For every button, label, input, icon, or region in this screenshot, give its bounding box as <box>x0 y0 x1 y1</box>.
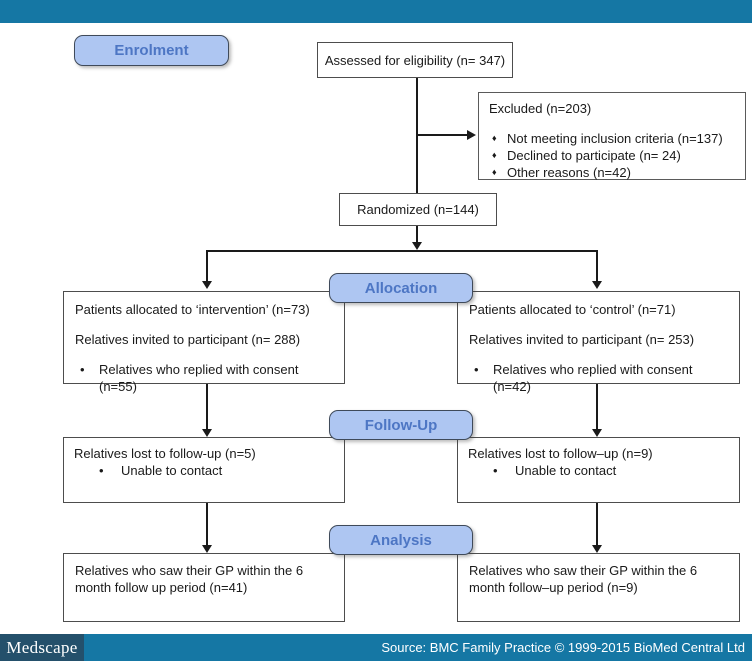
stage-label-enrolment-text: Enrolment <box>114 42 189 59</box>
assessed-text: Assessed for eligibility (n= 347) <box>324 52 506 68</box>
top-brand-bar <box>0 0 752 23</box>
excluded-item-text: Declined to participate (n= 24) <box>507 148 681 163</box>
excluded-item: ♦ Not meeting inclusion criteria (n=137) <box>489 130 735 147</box>
analysis-control-text: Relatives who saw their GP within the 6 … <box>469 563 698 595</box>
medscape-logo-text: Medscape <box>6 637 78 657</box>
arrowhead-allocation-left-icon <box>202 281 212 289</box>
stage-label-analysis-text: Analysis <box>370 531 432 549</box>
box-randomized: Randomized (n=144) <box>339 193 497 226</box>
round-bullet-icon: • <box>474 362 479 377</box>
excluded-item: ♦ Other reasons (n=42) <box>489 164 735 181</box>
box-allocation-intervention: Patients allocated to ‘intervention’ (n=… <box>63 291 345 394</box>
connector-to-excluded <box>417 134 468 136</box>
randomized-text: Randomized (n=144) <box>357 202 479 217</box>
source-attribution-text: Source: BMC Family Practice © 1999-2015 … <box>381 640 745 655</box>
excluded-item: ♦ Declined to participate (n= 24) <box>489 147 735 164</box>
fu-control-line1: Relatives lost to follow–up (n=9) <box>468 446 653 461</box>
arrowhead-fu-left-icon <box>202 429 212 437</box>
medscape-logo: Medscape <box>0 634 84 661</box>
box-excluded: Excluded (n=203) ♦ Not meeting inclusion… <box>478 92 746 180</box>
split-line <box>206 250 598 252</box>
diamond-bullet-icon: ♦ <box>492 133 497 143</box>
source-attribution: Source: BMC Family Practice © 1999-2015 … <box>84 634 752 661</box>
excluded-item-text: Other reasons (n=42) <box>507 165 631 180</box>
fu-control-bullet-text: Unable to contact <box>515 463 617 478</box>
arrowhead-excluded-icon <box>467 130 476 140</box>
intervention-line1: Patients allocated to ‘intervention’ (n=… <box>75 302 310 317</box>
diamond-bullet-icon: ♦ <box>492 167 497 177</box>
excluded-title: Excluded (n=203) <box>489 101 592 116</box>
connector-alloc-to-fu-right <box>596 384 598 429</box>
arrowhead-analysis-right-icon <box>592 545 602 553</box>
box-assessed-for-eligibility: Assessed for eligibility (n= 347) <box>317 42 513 78</box>
intervention-bullet-text: Relatives who replied with consent (n=55… <box>99 362 299 394</box>
stage-label-allocation: Allocation <box>329 273 473 303</box>
box-followup-intervention: Relatives lost to follow-up (n=5) • Unab… <box>63 437 345 503</box>
control-bullet-row: • Relatives who replied with consent (n=… <box>469 361 728 395</box>
fu-control-bullet-row: • Unable to contact <box>468 462 729 479</box>
arrowhead-fu-right-icon <box>592 429 602 437</box>
connector-split-left <box>206 250 208 281</box>
fu-intervention-bullet-row: • Unable to contact <box>74 462 334 479</box>
box-analysis-intervention: Relatives who saw their GP within the 6 … <box>63 553 345 622</box>
control-line2: Relatives invited to participant (n= 253… <box>469 332 695 347</box>
intervention-line2: Relatives invited to participant (n= 288… <box>75 332 301 347</box>
fu-intervention-bullet-text: Unable to contact <box>121 463 223 478</box>
stage-label-follow-up: Follow-Up <box>329 410 473 440</box>
stage-label-follow-up-text: Follow-Up <box>364 416 438 434</box>
round-bullet-icon: • <box>493 463 498 478</box>
fu-intervention-line1: Relatives lost to follow-up (n=5) <box>74 446 256 461</box>
control-line1: Patients allocated to ‘control’ (n=71) <box>469 302 676 317</box>
box-analysis-control: Relatives who saw their GP within the 6 … <box>457 553 740 622</box>
stage-label-allocation-text: Allocation <box>364 279 438 297</box>
arrowhead-analysis-left-icon <box>202 545 212 553</box>
round-bullet-icon: • <box>99 463 104 478</box>
connector-fu-to-analysis-left <box>206 503 208 545</box>
arrowhead-split-icon <box>412 242 422 250</box>
connector-fu-to-analysis-right <box>596 503 598 545</box>
footer-bar: Medscape Source: BMC Family Practice © 1… <box>0 634 752 661</box>
arrowhead-allocation-right-icon <box>592 281 602 289</box>
connector-alloc-to-fu-left <box>206 384 208 429</box>
analysis-intervention-text: Relatives who saw their GP within the 6 … <box>75 563 304 595</box>
control-bullet-text: Relatives who replied with consent (n=42… <box>493 362 693 394</box>
box-allocation-control: Patients allocated to ‘control’ (n=71) R… <box>457 291 740 394</box>
stage-label-enrolment: Enrolment <box>74 35 229 66</box>
excluded-item-text: Not meeting inclusion criteria (n=137) <box>507 131 723 146</box>
stage-label-analysis: Analysis <box>329 525 473 555</box>
box-followup-control: Relatives lost to follow–up (n=9) • Unab… <box>457 437 740 503</box>
intervention-bullet-row: • Relatives who replied with consent (n=… <box>75 361 333 395</box>
connector-split-right <box>596 250 598 281</box>
connector-randomized-down <box>416 226 418 243</box>
round-bullet-icon: • <box>80 362 85 377</box>
diamond-bullet-icon: ♦ <box>492 150 497 160</box>
